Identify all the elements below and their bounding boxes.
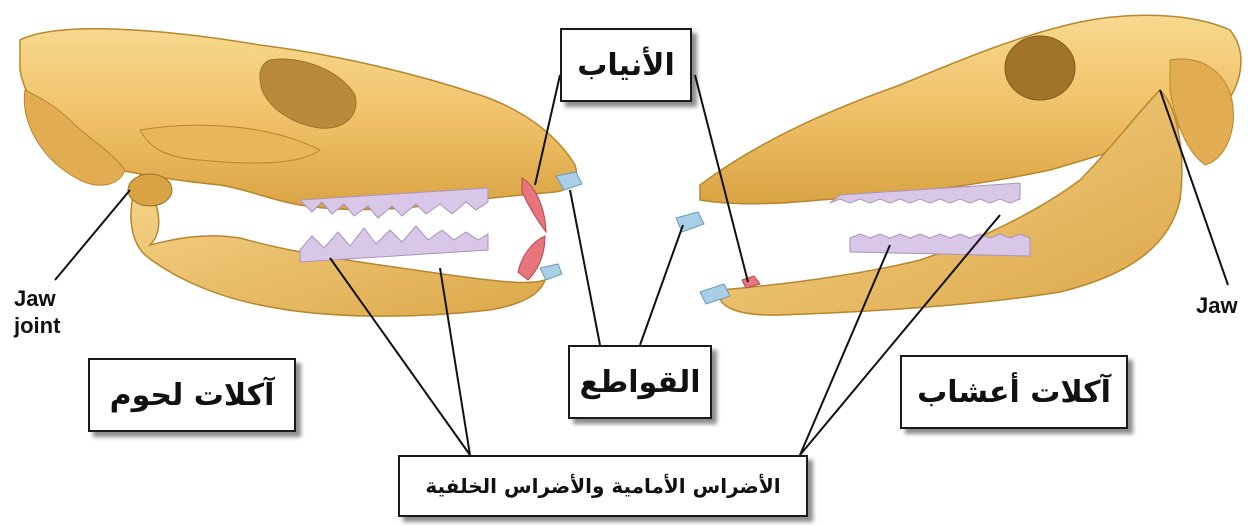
carnivore-skull	[20, 29, 582, 316]
leader-incisor-left	[570, 190, 600, 345]
carnivore-lower-canine	[518, 236, 545, 280]
carnivore-lower-incisor	[540, 264, 562, 280]
label-canines-text: الأنياب	[577, 48, 675, 83]
label-herbivores: آكلات أعشاب	[900, 355, 1128, 429]
label-incisors-text: القواطع	[580, 365, 701, 400]
herbivore-upper-incisor	[676, 212, 704, 232]
herbivore-orbit	[1005, 36, 1075, 100]
carnivore-jaw-condyle	[128, 174, 172, 206]
label-canines: الأنياب	[560, 28, 692, 102]
leader-incisor-right	[640, 225, 683, 345]
label-molars-text: الأضراس الأمامية والأضراس الخلفية	[425, 474, 780, 498]
label-jaw-right: Jaw	[1196, 292, 1238, 319]
label-carnivores-text: آكلات لحوم	[110, 378, 275, 413]
label-carnivores: آكلات لحوم	[88, 358, 296, 432]
herbivore-lower-molars	[850, 234, 1030, 256]
label-jaw-joint-line1: Jaw	[14, 285, 60, 312]
leader-jaw-joint	[55, 190, 130, 280]
label-herbivores-text: آكلات أعشاب	[917, 375, 1111, 410]
label-jaw-right-text: Jaw	[1196, 292, 1238, 319]
label-jaw-joint: Jaw joint	[14, 285, 60, 339]
label-incisors: القواطع	[568, 345, 712, 419]
label-molars: الأضراس الأمامية والأضراس الخلفية	[398, 455, 808, 517]
label-jaw-joint-line2: joint	[14, 312, 60, 339]
herbivore-skull	[676, 15, 1241, 315]
carnivore-lower-molars	[300, 226, 488, 262]
